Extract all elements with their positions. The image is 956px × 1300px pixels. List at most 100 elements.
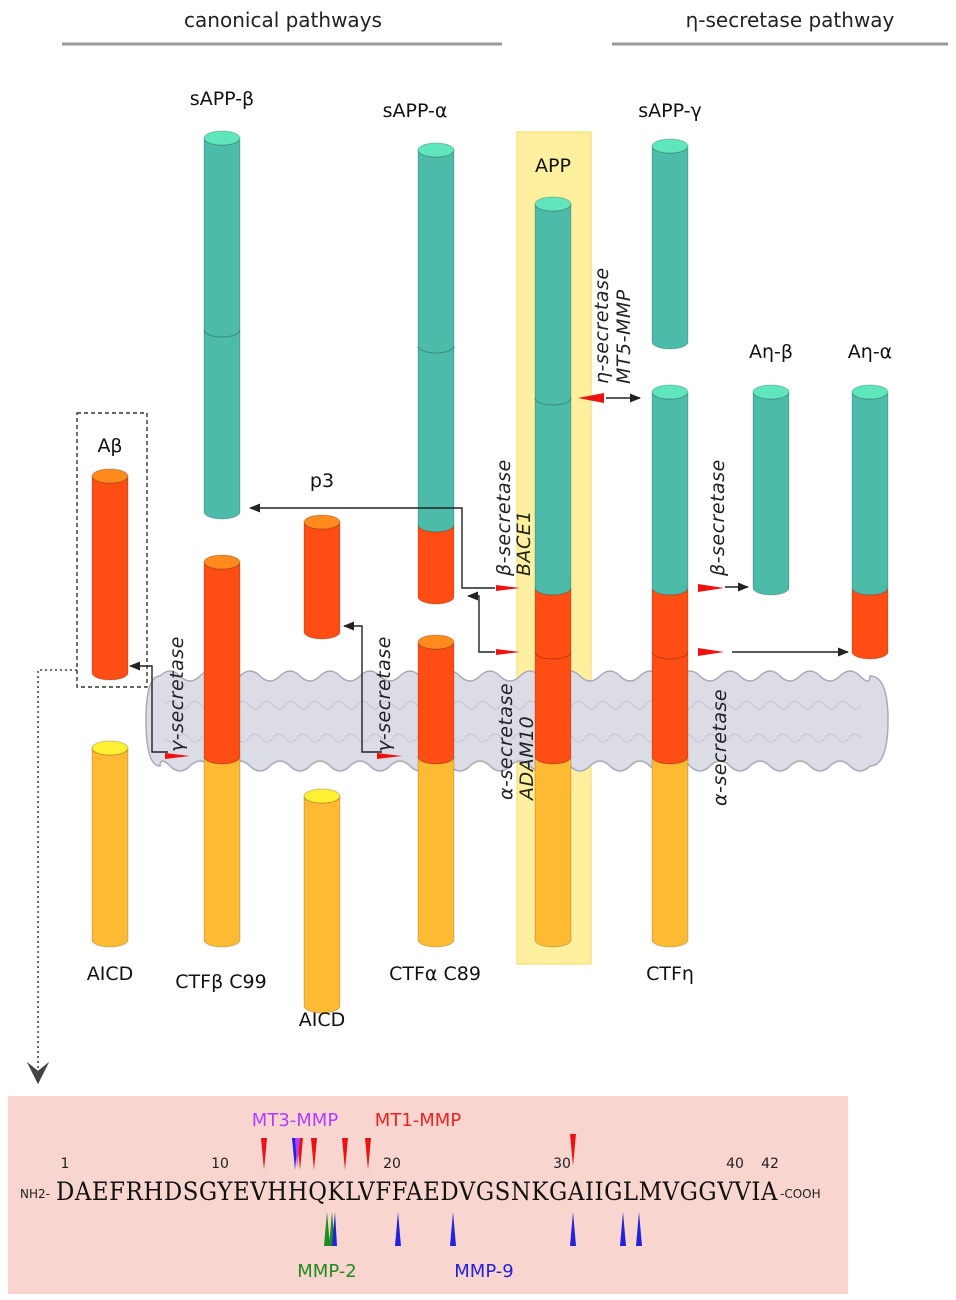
cylinder-ctf-beta-segment bbox=[203, 561, 241, 765]
header-eta: η-secretase pathway bbox=[686, 8, 895, 32]
mt1-mmp-cleavage-markers bbox=[261, 1134, 576, 1170]
label-app: APP bbox=[535, 155, 571, 177]
label-sapp-beta: sAPP-β bbox=[190, 88, 254, 110]
cylinder-sapp-alpha-segment bbox=[417, 524, 455, 605]
label-aeta-alpha: Aη-α bbox=[848, 341, 892, 363]
label-gamma-secretase-1: γ-secretase bbox=[166, 636, 188, 752]
label-mt3-mmp: MT3-MMP bbox=[252, 1110, 339, 1131]
cylinder-sapp-beta-seam bbox=[203, 329, 241, 338]
label-abeta: Aβ bbox=[97, 435, 122, 457]
cylinder-aicd-2-segment bbox=[303, 795, 341, 1014]
cylinder-sapp-alpha-cap bbox=[417, 142, 455, 158]
cylinder-ctf-eta-segment bbox=[651, 391, 689, 596]
cooh-terminus: -COOH bbox=[780, 1187, 821, 1201]
label-ctf-alpha: CTFα C89 bbox=[389, 963, 481, 985]
cylinder-p3-segment bbox=[303, 521, 341, 640]
cylinder-aeta-beta bbox=[752, 384, 790, 596]
cylinder-aeta-alpha-segment bbox=[851, 587, 889, 660]
cylinder-aicd-2-cap bbox=[303, 788, 341, 804]
header-canonical: canonical pathways bbox=[184, 8, 382, 32]
cylinder-aicd-1-segment bbox=[91, 747, 129, 948]
position-20: 20 bbox=[383, 1156, 401, 1172]
label-alpha-secretase-eta: α-secretase bbox=[709, 689, 731, 806]
cylinder-ctf-eta-cap bbox=[651, 384, 689, 400]
cylinder-app-seam bbox=[534, 397, 572, 406]
cylinder-sapp-alpha bbox=[417, 142, 455, 605]
cylinder-aeta-alpha bbox=[851, 384, 889, 660]
position-42: 42 bbox=[761, 1156, 779, 1172]
abeta-sequence-panel: MT3-MMP MT1-MMP 1 10 20 30 40 42 NH2- DA… bbox=[8, 1096, 848, 1294]
cylinder-ctf-alpha-segment bbox=[417, 756, 455, 948]
cylinder-abeta-cap bbox=[91, 468, 129, 484]
label-aicd-2: AICD bbox=[299, 1009, 346, 1031]
cleavage-markers bbox=[165, 393, 724, 759]
label-sapp-alpha: sAPP-α bbox=[383, 100, 448, 122]
cylinder-aeta-alpha-segment bbox=[851, 391, 889, 596]
label-ctf-beta: CTFβ C99 bbox=[175, 971, 266, 993]
cylinder-sapp-gamma bbox=[651, 138, 689, 350]
label-sapp-gamma: sAPP-γ bbox=[638, 100, 702, 122]
cylinder-ctf-alpha bbox=[417, 634, 455, 948]
cylinder-p3-cap bbox=[303, 514, 341, 530]
label-mt1-mmp: MT1-MMP bbox=[375, 1110, 462, 1131]
label-mmp-9: MMP-9 bbox=[454, 1261, 513, 1282]
cylinder-ctf-alpha-cap bbox=[417, 634, 455, 650]
position-30: 30 bbox=[553, 1156, 571, 1172]
cell-membrane bbox=[145, 670, 889, 772]
cylinder-app bbox=[534, 196, 572, 948]
sequence-box bbox=[8, 1096, 848, 1294]
cylinder-p3 bbox=[303, 514, 341, 640]
label-ctf-eta: CTFη bbox=[646, 963, 694, 985]
cylinder-sapp-gamma-segment bbox=[651, 145, 689, 350]
cylinder-aeta-alpha-cap bbox=[851, 384, 889, 400]
label-gamma-secretase-2: γ-secretase bbox=[373, 636, 395, 752]
abeta-dashed-box bbox=[76, 412, 148, 688]
label-beta-secretase: β-secretase bbox=[493, 459, 515, 577]
mmp9-cleavage-markers bbox=[332, 1212, 642, 1246]
cylinder-ctf-beta-segment bbox=[203, 756, 241, 948]
cylinder-app-segment bbox=[534, 756, 572, 948]
cylinder-sapp-gamma-cap bbox=[651, 138, 689, 154]
abeta-sequence: DAEFRHDSGYEVHHQKLVFFAEDVGSNKGAIIGLMVGGVV… bbox=[56, 1177, 778, 1206]
label-alpha-secretase: α-secretase bbox=[495, 683, 517, 800]
cylinder-sapp-alpha-seam bbox=[417, 345, 455, 354]
cylinder-ctf-eta-segment bbox=[651, 587, 689, 765]
cylinder-abeta bbox=[91, 468, 129, 681]
cylinder-ctf-eta bbox=[651, 384, 689, 948]
cylinder-ctf-beta-cap bbox=[203, 554, 241, 570]
position-10: 10 bbox=[211, 1156, 229, 1172]
cylinder-sapp-beta-segment bbox=[203, 137, 241, 520]
cylinder-app-seam bbox=[534, 651, 572, 660]
cylinder-aeta-beta-cap bbox=[752, 384, 790, 400]
nh2-terminus: NH2- bbox=[20, 1187, 50, 1201]
cylinder-sapp-beta-cap bbox=[203, 130, 241, 146]
cylinder-aicd-2 bbox=[303, 788, 341, 1014]
abeta-to-sequence-connector bbox=[26, 669, 77, 1085]
position-40: 40 bbox=[726, 1156, 744, 1172]
label-aeta-beta: Aη-β bbox=[749, 341, 793, 363]
mt3-mmp-cleavage-markers-purple bbox=[295, 1138, 300, 1168]
cylinder-app-segment bbox=[534, 587, 572, 765]
label-adam10: ADAM10 bbox=[516, 716, 538, 802]
label-mt5-mmp: MT5-MMP bbox=[613, 289, 635, 384]
cylinder-sapp-beta bbox=[203, 130, 241, 520]
cylinder-ctf-beta bbox=[203, 554, 241, 948]
cylinder-ctf-alpha-segment bbox=[417, 641, 455, 765]
label-eta-secretase: η-secretase bbox=[591, 267, 613, 384]
label-aicd-1: AICD bbox=[87, 963, 134, 985]
cylinder-sapp-alpha-segment bbox=[417, 149, 455, 533]
cylinders-group bbox=[91, 130, 889, 1014]
pathway-arrows bbox=[128, 393, 850, 753]
cylinder-ctf-eta-segment bbox=[651, 756, 689, 948]
cylinder-aicd-1 bbox=[91, 740, 129, 948]
cylinder-aeta-beta-segment bbox=[752, 391, 790, 596]
cylinder-app-cap bbox=[534, 196, 572, 212]
position-1: 1 bbox=[61, 1156, 70, 1172]
label-mmp-2: MMP-2 bbox=[297, 1261, 356, 1282]
cylinder-abeta-segment bbox=[91, 475, 129, 681]
cylinder-app-segment bbox=[534, 203, 572, 596]
label-beta-secretase-eta: β-secretase bbox=[707, 459, 729, 577]
cylinder-ctf-eta-seam bbox=[651, 651, 689, 660]
label-p3: p3 bbox=[310, 470, 334, 492]
